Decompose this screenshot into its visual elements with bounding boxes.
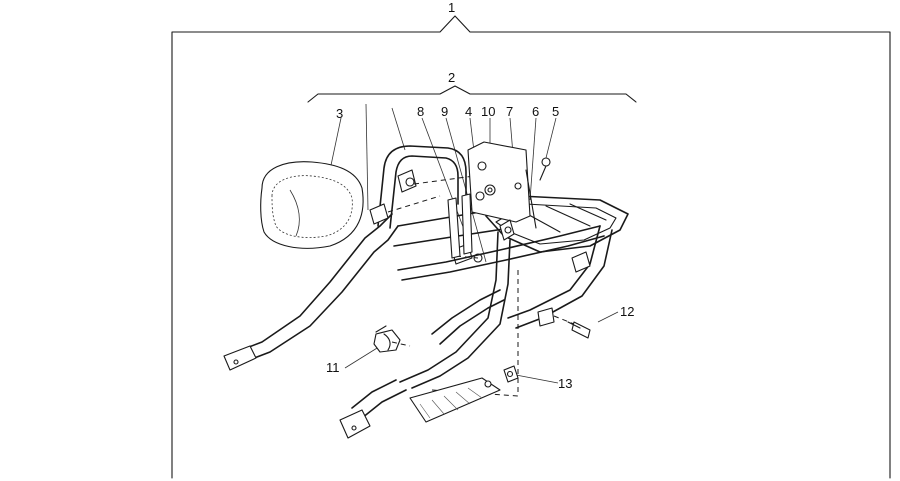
callout-3: 3 xyxy=(336,106,343,121)
callout-10: 10 xyxy=(481,104,495,119)
assembly-frame xyxy=(171,15,891,479)
callout-1: 1 xyxy=(448,0,455,15)
callout-5: 5 xyxy=(552,104,559,119)
callout-11: 11 xyxy=(326,360,340,375)
subassembly-bracket xyxy=(307,85,637,103)
backrest-pad xyxy=(260,161,364,249)
callout-labels: 1 2 3 4 5 6 7 8 9 10 11 12 13 xyxy=(326,0,634,391)
callout-8: 8 xyxy=(417,104,424,119)
callout-9: 9 xyxy=(441,104,448,119)
callout-2: 2 xyxy=(448,70,455,85)
callout-12: 12 xyxy=(620,304,634,319)
callout-4: 4 xyxy=(465,104,472,119)
clamp-part xyxy=(373,325,411,353)
callout-13: 13 xyxy=(558,376,572,391)
callout-6: 6 xyxy=(532,104,539,119)
callout-7: 7 xyxy=(506,104,513,119)
lower-bracket-plate xyxy=(409,365,519,423)
rack-frame xyxy=(223,141,629,439)
